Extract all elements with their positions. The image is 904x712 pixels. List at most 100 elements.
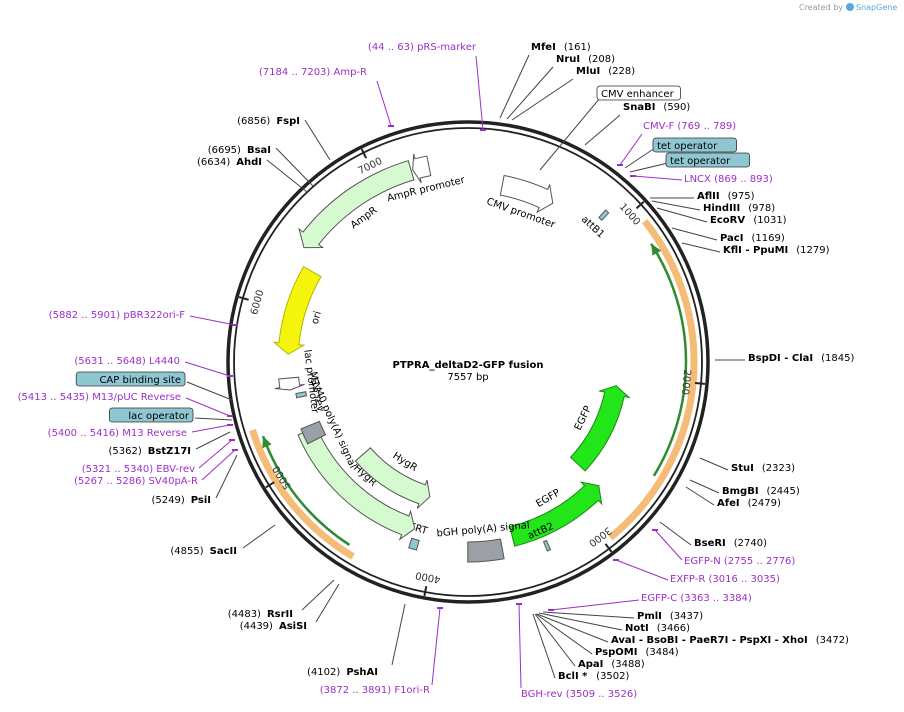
label-leader-13 (656, 207, 708, 223)
feature-sv40-poly-a-signal (300, 420, 327, 445)
label-leader-44 (184, 361, 231, 377)
label-text-30: BGH-rev (3509 .. 3526) (521, 689, 637, 700)
feature-ampr (298, 160, 415, 249)
label-num-13: (1031) (753, 215, 786, 226)
label-leader-4 (511, 78, 574, 121)
label-leader-12 (651, 200, 701, 211)
label-text-21: EGFP-N (2755 .. 2776) (684, 556, 795, 567)
label-leader-33 (315, 583, 340, 623)
snapgene-logo-icon (846, 3, 854, 11)
label-text-13: EcoRV (710, 215, 745, 226)
label-leader-41 (194, 417, 233, 421)
label-num-46: (6634) (197, 157, 230, 168)
label-leader-8 (624, 147, 656, 169)
label-num-18: (2445) (767, 486, 800, 497)
label-leader-24 (542, 611, 635, 619)
label-text-0: (44 .. 63) pRS-marker (368, 42, 477, 53)
label-leader-6 (584, 114, 621, 146)
label-text-9: tet operator (670, 156, 731, 167)
feature-ampr-promoter (412, 153, 432, 184)
feature-egfp (569, 385, 631, 472)
label-num-27: (3484) (645, 647, 678, 658)
label-leader-28 (534, 613, 576, 667)
label-leader-17 (699, 457, 729, 471)
label-text-6: SnaBI (623, 102, 655, 113)
feature-ori (272, 265, 322, 355)
label-num-39: (5362) (108, 446, 141, 457)
label-box-41 (109, 407, 194, 423)
label-leader-9 (629, 162, 669, 173)
orange-arc-1 (249, 428, 355, 560)
label-text-45: (5882 .. 5901) pBR322ori-F (49, 310, 185, 321)
label-leader-26 (536, 613, 609, 643)
label-num-35: (4855) (170, 546, 203, 557)
orange-arcs (249, 218, 698, 560)
labels: (44 .. 63) pRS-marker (7184 .. 7203) Amp-… (18, 42, 855, 700)
label-leader-14 (671, 227, 718, 241)
label-leader-30 (518, 603, 522, 689)
credit: Created by SnapGene (799, 3, 897, 12)
label-text-48: FspI (276, 116, 300, 127)
label-num-3: (208) (588, 54, 615, 65)
label-text-5: CMV enhancer (601, 89, 675, 100)
label-num-26: (3472) (816, 635, 849, 646)
label-num-14: (1169) (751, 233, 784, 244)
label-text-27: PspOMI (595, 647, 637, 658)
backbone-outer (226, 120, 710, 604)
credit-brand: SnapGene (856, 3, 897, 12)
label-num-24: (3437) (670, 611, 703, 622)
label-num-32: (4102) (307, 667, 340, 678)
label-text-34: RsrII (267, 609, 293, 620)
label-leader-45 (189, 315, 236, 326)
label-text-15: KflI - PpuMI (723, 245, 788, 256)
label-text-29: BclI * (558, 671, 588, 682)
label-text-47: BsaI (247, 145, 271, 156)
feature-attb1 (598, 209, 610, 221)
label-leader-27 (535, 613, 593, 655)
label-text-43: CAP binding site (99, 375, 181, 386)
label-leader-1 (376, 80, 392, 127)
label-leader-0 (475, 55, 484, 131)
label-num-47: (6695) (208, 145, 241, 156)
label-leader-20 (659, 521, 692, 546)
label-num-6: (590) (663, 102, 690, 113)
label-num-12: (978) (748, 203, 775, 214)
label-leader-31 (431, 607, 441, 686)
credit-prefix: Created by (799, 3, 843, 12)
feature-m13-rev (295, 391, 308, 399)
label-leader-2 (499, 54, 530, 119)
label-num-48: (6856) (237, 116, 270, 127)
green-arrow-1 (262, 436, 272, 449)
label-text-19: AfeI (717, 498, 740, 509)
label-text-18: BmgBI (722, 486, 759, 497)
feature-label-12: ori (310, 310, 324, 326)
label-leader-10 (632, 175, 683, 181)
label-num-28: (3488) (611, 659, 644, 670)
orange-arc-0 (607, 218, 698, 541)
feature-cmv-promoter (499, 174, 554, 214)
label-leader-46 (266, 159, 308, 193)
label-text-8: tet operator (657, 141, 718, 152)
label-num-25: (3466) (657, 623, 690, 634)
label-leader-40 (191, 424, 231, 433)
label-leader-43 (186, 381, 233, 401)
label-text-44: (5631 .. 5648) L4440 (74, 356, 180, 367)
tick-mark-4000 (423, 585, 428, 597)
label-text-2: MfeI (531, 42, 556, 53)
label-text-12: HindIII (703, 203, 740, 214)
label-text-11: AflII (697, 191, 720, 202)
label-num-34: (4483) (228, 609, 261, 620)
label-leader-25 (538, 612, 623, 631)
label-num-15: (1279) (796, 245, 829, 256)
label-box-8 (652, 137, 737, 153)
label-text-38: (5321 .. 5340) EBV-rev (82, 464, 195, 475)
label-leader-36 (215, 454, 238, 499)
label-text-1: (7184 .. 7203) Amp-R (259, 67, 367, 78)
tick-mark-1000 (635, 200, 645, 210)
label-num-33: (4439) (240, 621, 273, 632)
label-text-3: NruI (556, 54, 580, 65)
tick-mark-3000 (604, 543, 613, 553)
label-box-5 (596, 85, 681, 101)
